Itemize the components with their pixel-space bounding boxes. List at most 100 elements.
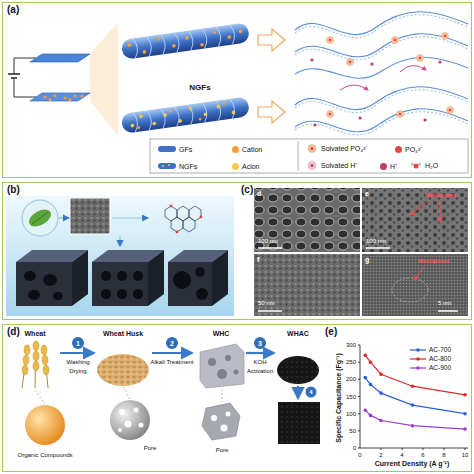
wheat-picture <box>41 345 47 355</box>
pointer-arrow <box>440 201 441 222</box>
legend-sample <box>162 165 164 167</box>
porous-sphere <box>118 428 122 432</box>
scale-label: 5 nm <box>438 300 451 306</box>
legend-sample <box>308 145 316 153</box>
panel-letter: (a) <box>7 5 19 15</box>
legend-text: NGFs <box>179 163 197 170</box>
biomass-schematic <box>6 196 234 316</box>
porous-sphere <box>125 421 132 428</box>
part-label: Pore <box>144 445 157 451</box>
porous-carbon-block <box>101 271 143 299</box>
ion-path-arrow <box>400 65 426 72</box>
legend-item: Solvated H⁺ <box>306 161 357 170</box>
capacitor-cell <box>43 95 46 98</box>
pointer-arrow <box>414 267 424 280</box>
graphene-fiber <box>157 37 161 41</box>
graphene-fiber <box>142 50 146 54</box>
chart-axes <box>358 345 360 346</box>
ions <box>399 113 402 116</box>
legend-sample <box>158 146 176 152</box>
legend-item: Cation <box>232 146 262 153</box>
graphene-fiber <box>227 35 231 39</box>
capacitor-cell <box>73 94 76 97</box>
activated-carbon <box>278 402 320 444</box>
legend-item: AC-700 <box>410 347 451 354</box>
tick-label: 0 <box>358 452 361 458</box>
porous-carbon-block <box>133 271 143 281</box>
porous-sphere <box>110 400 150 440</box>
tick-label: 150 <box>346 394 356 400</box>
subpanel-letter: e <box>365 190 369 197</box>
legend-text: AC-700 <box>429 347 451 354</box>
porous-carbon-block <box>24 271 63 300</box>
legend-swatch <box>232 146 239 153</box>
chart-axes <box>465 448 466 450</box>
broken-carbon <box>226 412 231 417</box>
material-label: WHC <box>213 330 230 337</box>
ions <box>329 35 452 116</box>
scale-bar <box>258 310 282 312</box>
porous-carbon-block <box>53 292 63 300</box>
legend-box <box>150 139 468 173</box>
n-doped-fiber <box>135 102 227 129</box>
wheat-picture <box>22 341 49 375</box>
tick-label: 10 <box>462 452 469 458</box>
graphene-fiber <box>127 43 131 47</box>
whc-block <box>208 355 239 379</box>
n-doped-fiber <box>178 119 182 123</box>
capacitor-cell <box>63 96 66 99</box>
legend-box <box>150 139 468 173</box>
chart-axes <box>444 448 445 450</box>
ions <box>327 111 334 118</box>
scale-label: 100 nm <box>258 238 278 244</box>
biomass-schematic <box>6 196 234 316</box>
n-doped-fiber <box>216 104 220 108</box>
legend-sample <box>418 163 421 166</box>
graphene-fiber <box>172 44 176 48</box>
legend-text: PO₄³⁻ <box>405 146 422 153</box>
n-doped-fiber <box>203 112 207 116</box>
chart-axes <box>358 362 360 363</box>
legend-item: H₂O <box>410 161 438 170</box>
n-doped-fiber <box>223 102 226 105</box>
data-marker <box>364 354 368 358</box>
zoom-line <box>35 390 45 404</box>
porous-carbon-block <box>16 250 228 306</box>
part-label: Pore <box>216 447 229 453</box>
data-marker <box>463 393 467 397</box>
chart-axes <box>358 430 360 431</box>
legend-sample <box>414 164 419 169</box>
data-marker <box>411 384 415 388</box>
legend-sample <box>410 356 426 362</box>
legend-swatch <box>380 163 387 170</box>
biomass-schematic <box>22 200 58 236</box>
porous-carbon-block <box>28 290 40 300</box>
biomass-schematic <box>200 216 203 219</box>
panel-letter: (d) <box>7 327 20 337</box>
chart-axes <box>423 448 424 450</box>
tick-label: 50 <box>349 428 356 434</box>
tick-label: 6 <box>421 452 424 458</box>
legend-sample <box>158 163 176 169</box>
capacitor-cell <box>14 78 36 97</box>
ions <box>449 109 452 112</box>
capacitor-cell <box>48 98 51 101</box>
graphene-sheets <box>295 112 468 135</box>
legend-text: H⁺ <box>390 163 397 170</box>
porous-sphere <box>118 408 144 433</box>
sem-images <box>254 254 360 316</box>
ions <box>394 39 397 42</box>
porous-carbon-block <box>195 267 205 277</box>
step-number: 4 <box>309 389 312 395</box>
porous-carbon-block <box>117 271 127 281</box>
tick-label: 300 <box>346 342 356 348</box>
legend-item: Solvated PO₄³⁻ <box>306 144 368 153</box>
legend-text: H₂O <box>425 162 438 169</box>
legend-item: H⁺ <box>380 163 397 170</box>
ions <box>417 55 424 62</box>
ions <box>310 58 313 61</box>
biomass-schematic <box>119 236 120 246</box>
chart-axes <box>360 448 468 449</box>
